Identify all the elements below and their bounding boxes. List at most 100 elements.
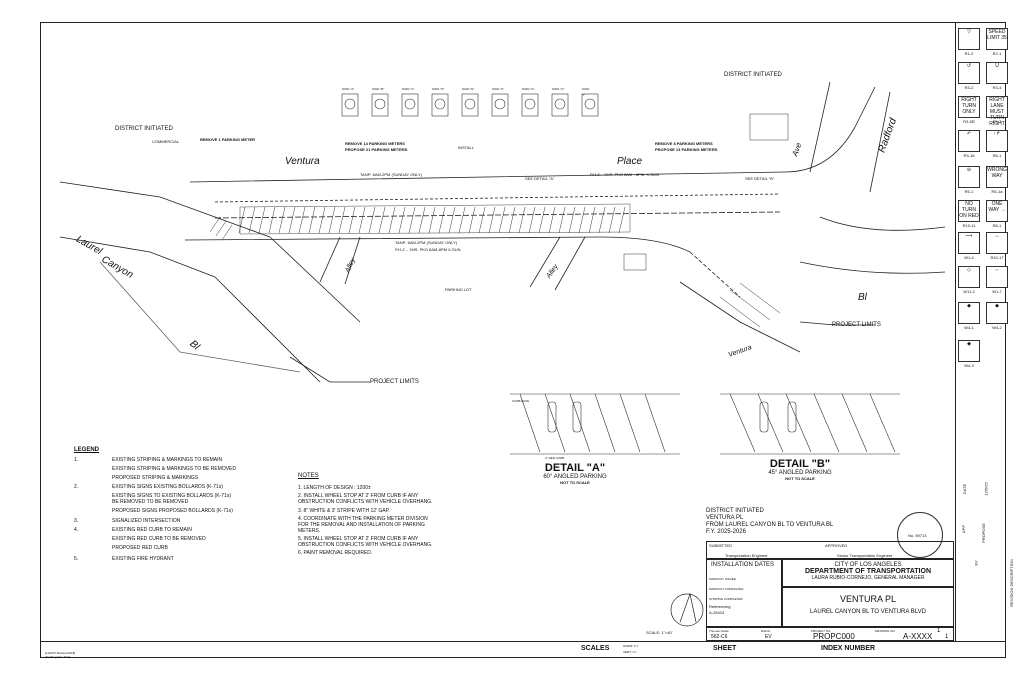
street-title: VENTURA PL: [839, 594, 897, 604]
title-line-2: VENTURA PL: [706, 515, 744, 521]
detail-a-drawing: [510, 393, 680, 455]
remove-8-meters: REMOVE 8 PARKING METERS: [655, 141, 713, 146]
legend-text: EXISTING SIGNS TO EXISTING BOLLARDS (K-7…: [112, 493, 232, 499]
traffic-sign-icon: ◆: [986, 302, 1008, 324]
traffic-sign-code: R10-17: [990, 255, 1004, 260]
markout-completed: MARKOUT COMPLETED: [709, 587, 744, 591]
north-arrow-icon: [670, 592, 704, 627]
legend-text: EXISTING SIGNS EXISTING BOLLARDS (K-71s): [112, 484, 223, 490]
traffic-sign-icon: WRONG WAY: [986, 166, 1008, 188]
engineer-seal: No. 59713: [897, 512, 943, 558]
thomas-guide-label: Thomas Guide: [709, 629, 729, 633]
commercial-label: COMMERCIAL: [152, 139, 180, 144]
approved-label: APPROVED: [825, 543, 848, 548]
revision-column: REVISION DESCRIPTION DATE APP PROPOSE EV…: [955, 470, 1014, 642]
legend-text: EXISTING FIRE HYDRANT: [112, 556, 174, 562]
traffic-sign-icon: ↶: [958, 130, 980, 152]
note-item: 2. INSTALL WHEEL STOP AT 2' FROM CURB IF…: [298, 493, 419, 499]
traffic-sign-icon: SPEED LIMIT 35: [986, 28, 1008, 50]
title-line-4: F.Y. 2025-2026: [706, 529, 746, 535]
detail-b-scale: NOT TO SCALE: [785, 476, 815, 481]
propose-21-meters: PROPOSE 21 PARKING METERS: [345, 147, 408, 152]
seal-number: No. 59713: [908, 533, 927, 538]
title-line-1: DISTRICT INITIATED: [706, 508, 764, 514]
legend-text: PROPOSED STRIPING & MARKINGS: [112, 475, 199, 481]
sheet-label: SHEET: [713, 645, 737, 652]
plan-sign-labels: SIGN "A" SIGN "B" SIGN "C" SIGN "D" SIGN…: [342, 86, 589, 97]
traffic-sign-code: R3-5R: [963, 119, 975, 124]
see-detail-a: SEE DETAIL "A": [525, 176, 555, 181]
dept-label: DEPARTMENT OF TRANSPORTATION: [805, 568, 931, 575]
markout-issued: MARKOUT ISSUED: [709, 577, 736, 581]
traffic-sign-icon: ◇: [958, 266, 980, 288]
traffic-sign-icon: RIGHT TURN ONLY: [958, 96, 980, 118]
submitted-label: SUBMITTED: [709, 543, 733, 548]
legend-num: 5.: [74, 556, 79, 562]
scale-note: SCALE: 1"=40': [646, 630, 673, 635]
horiz-label: HORIZ: 1"=: [623, 644, 639, 648]
bottom-strip: (LADOT Revised 6/18) (Drafting Std. 7/13…: [40, 642, 1006, 659]
traffic-sign-icon: ↑↱: [986, 130, 1008, 152]
referencing-value: A-26424: [709, 610, 725, 615]
traffic-sign-code: R3-18: [963, 153, 975, 158]
legend-text: EXISTING STRIPING & MARKINGS TO REMAIN: [112, 457, 223, 463]
legend-num: 1.: [74, 457, 79, 463]
pkz-bottom: P.H.Z. - 2HR. PKG 8AM-8PM X-SUN: [395, 247, 461, 252]
traffic-sign-icon: ⊖: [958, 166, 980, 188]
district-label: District: [761, 629, 771, 633]
tanp-bottom: TANP: 6AM-2PM (SUNDAY ONLY): [395, 240, 458, 245]
note-item: 3. 8" WHITE & 3' STRIPE WITH 12' GAP.: [298, 508, 390, 514]
city-label: CITY OF LOS ANGELES: [834, 562, 902, 568]
note-item: 5. INSTALL WHEEL STOP AT 2' FROM CURB IF…: [298, 536, 419, 542]
note-item: OBSTRUCTION CONFLICTS WITH VEHICLE OVERH…: [298, 542, 433, 548]
trans-engineer-label: Transportation Engineer: [725, 553, 768, 558]
plan-sign-label: SIGN "F": [492, 87, 505, 91]
plan-sign-label: SIGN "D": [432, 87, 445, 91]
remove-14-meters: REMOVE 14 PARKING METERS: [345, 141, 405, 146]
sign-column: [955, 22, 1007, 642]
project-no-value: PROPC000: [813, 632, 855, 641]
traffic-sign-code: R3-2: [964, 85, 974, 90]
detail-b-caption: DETAIL "B" 45° ANGLED PARKING NOT TO SCA…: [745, 458, 855, 482]
legend-text: PROPOSED RED CURB: [112, 545, 168, 551]
tanp-top: TANP: 6AM-2PM (SUNDAY ONLY): [360, 172, 423, 177]
plan-sign-label: SIGN "B": [372, 87, 385, 91]
title-header: DISTRICT INITIATED VENTURA PL FROM LAURE…: [706, 508, 946, 536]
detail-b-title: DETAIL "B": [769, 458, 831, 470]
app-label: APP: [961, 524, 967, 534]
notes-title: NOTES: [298, 473, 319, 479]
detail-a-title: DETAIL "A": [544, 462, 606, 474]
traffic-sign-code: W1-4: [964, 255, 974, 260]
rev-initials: EV: [973, 560, 979, 566]
legend-title: LEGEND: [74, 447, 100, 453]
referencing-label: Referencing: [709, 604, 731, 609]
traffic-sign-code: W4-3: [964, 363, 974, 368]
traffic-sign-code: R10-11: [962, 223, 976, 228]
traffic-sign-code: R3-4: [992, 85, 1002, 90]
plan-sign-label: SIGN "H": [552, 87, 565, 91]
date-label: DATE: [962, 483, 968, 495]
vert-label: VERT: 1"=: [623, 650, 637, 654]
pkz-top: P.H.Z. - 2HR. PKG 8AM - 8PM, X-SUN: [590, 172, 659, 177]
rev-name: PROPOSE: [980, 523, 986, 543]
street-subtitle: LAUREL CANYON BL TO VENTURA BLVD: [810, 609, 926, 615]
traffic-sign-icon: ⇔: [986, 266, 1008, 288]
plan-sign-label: SIGN "G": [522, 87, 535, 91]
gm-label: LAURA RUBIO-CORNEJO, GENERAL MANAGER: [811, 575, 925, 581]
legend-num: 3.: [74, 518, 79, 524]
traffic-sign-icon: RIGHT LANE MUST TURN RIGHT: [986, 96, 1008, 127]
traffic-sign-code: W1-7: [992, 289, 1002, 294]
note-item: 1. LENGTH OF DESIGN : 1200±: [298, 485, 371, 491]
info-row: Thomas Guide 562-C6 District EV PROJECT …: [706, 627, 954, 641]
parking-lot-label: PARKING LOT: [445, 287, 472, 292]
installation-dates: INSTALLATION DATES: [711, 562, 775, 568]
sheet-number: 1: [937, 628, 941, 634]
footer-left-1: (LADOT Revised 6/18): [45, 651, 76, 655]
detail-b-drawing: [720, 393, 900, 455]
traffic-sign-icon: ⟿: [958, 232, 980, 254]
plan-sign-label: SIGN "E": [462, 87, 475, 91]
project-limits-right: PROJECT LIMITS: [832, 322, 881, 328]
traffic-sign-icon: U: [986, 62, 1008, 84]
index-number-label: INDEX NUMBER: [821, 645, 876, 652]
street-bl-right: Bl: [858, 292, 867, 303]
